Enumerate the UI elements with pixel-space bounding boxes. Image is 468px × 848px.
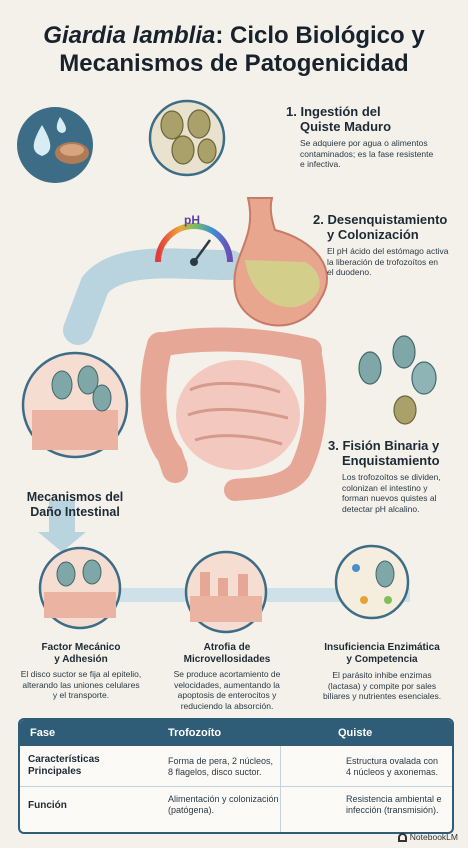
mechanism-illustration-3 [334,544,410,620]
table-header: Fase Trofozoíto Quiste [20,720,452,746]
cell-quiste-caracteristicas: Estructura ovalada con 4 núcleos y axone… [346,756,439,777]
mechanism-illustration-2 [184,550,268,634]
mechanisms-heading: Mecanismos del Daño Intestinal [26,490,124,519]
mechanism-2: Atrofia de Microvellosidades Se produce … [160,642,294,711]
mechanism-1-desc: El disco suctor se fija al epitelio, alt… [20,669,142,700]
cell-trofozoito-caracteristicas: Forma de pera, 2 núcleos, 8 flagelos, di… [168,756,274,777]
cell-trofozoito-funcion: Alimentación y colonización (patógena). [168,794,279,815]
intestines [140,327,327,501]
mechanism-2-title: Atrofia de Microvellosidades [183,642,271,665]
ph-gauge [155,223,233,266]
row-label-funcion: Función [28,800,67,811]
step-3-title-line1: 3. Fisión Binaria y [328,438,440,453]
row-label-caracteristicas: Características Principales [28,754,100,777]
step-2-title-line2: y Colonización [327,227,419,242]
mechanism-3: Insuficiencia Enzimática y Competencia E… [302,642,462,702]
mechanism-2-desc: Se produce acortamiento de velocidades, … [173,669,281,711]
cycle-arrow-down [38,532,86,552]
footer-brand: NotebookLM [397,832,458,842]
header-quiste: Quiste [338,727,373,739]
column-divider [280,746,281,832]
mechanism-illustration-1 [38,546,122,630]
cycle-path-upper [63,248,245,345]
step-1-desc: Se adquiere por agua o alimentos contami… [300,138,434,169]
stomach [233,197,328,327]
step-3-desc: Los trofozoítos se dividen, colonizan el… [342,472,441,514]
water-food-icon [17,107,93,183]
footer-text: NotebookLM [409,832,458,842]
step-3-title-line2: Enquistamiento [342,453,440,468]
row-divider [20,786,452,787]
villi-illustration [21,351,129,459]
mechanism-1: Factor Mecánico y Adhesión El disco suct… [8,642,154,701]
trofozoites-step3 [358,335,437,425]
step-2-title: 2. Desenquistamiento y Colonización [313,212,463,242]
mechanism-3-desc: El parásito inhibe enzimas (lactasa) y c… [322,670,442,701]
ph-label: pH [184,213,200,227]
step-1-title-line1: 1. Ingestión del [286,104,381,119]
cyst-illustration [148,99,226,177]
step-1-title: 1. Ingestión del Quiste Maduro [286,104,456,134]
title-rest: : Ciclo Biológico y [215,22,425,49]
mechanism-1-title: Factor Mecánico y Adhesión [41,642,121,665]
title-line2: Mecanismos de Patogenicidad [59,50,409,77]
step-1-title-line2: Quiste Maduro [300,119,392,134]
notebooklm-logo-icon [397,832,407,842]
step-1: 1. Ingestión del Quiste Maduro Se adquie… [286,104,456,170]
step-3-title: 3. Fisión Binaria y Enquistamiento [328,438,458,468]
step-2: 2. Desenquistamiento y Colonización El p… [313,212,463,278]
mechanism-3-title: Insuficiencia Enzimática y Competencia [324,642,440,665]
step-3: 3. Fisión Binaria y Enquistamiento Los t… [328,438,458,514]
page-title: Giardia lamblia: Ciclo Biológico y Mecan… [0,22,468,78]
cell-quiste-funcion: Resistencia ambiental e infección (trans… [346,794,442,815]
step-2-title-line1: 2. Desenquistamiento [313,212,448,227]
title-species: Giardia lamblia [43,22,216,49]
comparison-table: Fase Trofozoíto Quiste Características P… [18,718,454,834]
header-trofozoito: Trofozoíto [168,727,222,739]
step-2-desc: El pH ácido del estómago activa la liber… [327,246,449,277]
header-fase: Fase [30,727,56,739]
